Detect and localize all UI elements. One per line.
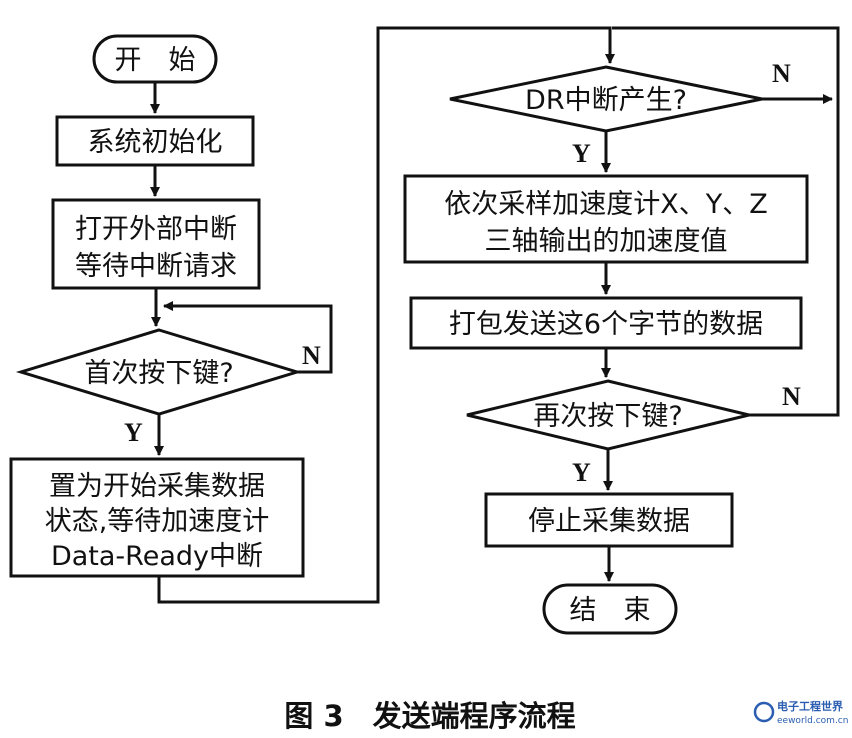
arrow-second-press-no-loop (612, 26, 840, 417)
pack-send-label: 打包发送这6个字节的数据 (449, 309, 763, 340)
open-interrupt-box: 打开外部中断 等待中断请求 (51, 198, 261, 290)
sample-accel-box: 依次采样加速度计X、Y、Z 三轴输出的加速度值 (403, 174, 809, 264)
sample-accel-line-2: 三轴输出的加速度值 (485, 226, 728, 257)
first-press-label: 首次按下键? (84, 358, 233, 389)
set-state-line-3: Data-Ready中断 (51, 541, 263, 572)
stop-collect-box: 停止采集数据 (484, 492, 734, 548)
pack-send-box: 打包发送这6个字节的数据 (409, 296, 803, 350)
figure-caption: 图 3 发送端程序流程 (284, 699, 575, 733)
dr-interrupt-no-label: N (772, 59, 791, 88)
watermark-site-text: eeworld.com.cn (777, 716, 848, 726)
end-label: 结 束 (570, 595, 651, 626)
system-init-label: 系统初始化 (88, 127, 223, 158)
dr-interrupt-yes-label: Y (572, 139, 591, 168)
start-terminal: 开 始 (92, 34, 218, 84)
dr-interrupt-decision: DR中断产生? (449, 65, 763, 133)
start-label: 开 始 (115, 45, 196, 76)
first-press-yes-label: Y (124, 418, 143, 447)
arrow-first-press-no-loop (163, 301, 333, 374)
watermark-main-text: 电子工程世界 (777, 699, 843, 713)
open-interrupt-line-1: 打开外部中断 (75, 214, 237, 245)
dr-interrupt-label: DR中断产生? (525, 85, 687, 116)
second-press-label: 再次按下键? (533, 401, 682, 432)
open-interrupt-line-2: 等待中断请求 (75, 251, 237, 282)
sample-accel-line-1: 依次采样加速度计X、Y、Z (444, 189, 768, 220)
watermark-icon (753, 701, 775, 723)
arrow-left-to-right-connector (157, 26, 615, 604)
set-state-box: 置为开始采集数据 状态,等待加速度计 Data-Ready中断 (9, 457, 305, 578)
set-state-line-1: 置为开始采集数据 (49, 471, 265, 502)
second-press-yes-label: Y (572, 458, 591, 487)
set-state-line-2: 状态,等待加速度计 (45, 506, 270, 537)
first-press-decision: 首次按下键? (15, 328, 303, 416)
watermark-logo: 电子工程世界 eeworld.com.cn (753, 699, 848, 726)
system-init-box: 系统初始化 (55, 115, 255, 167)
end-terminal: 结 束 (542, 583, 678, 635)
second-press-decision: 再次按下键? (466, 379, 750, 451)
second-press-no-label: N (782, 382, 801, 411)
stop-collect-label: 停止采集数据 (528, 506, 690, 537)
first-press-no-label: N (302, 341, 321, 370)
